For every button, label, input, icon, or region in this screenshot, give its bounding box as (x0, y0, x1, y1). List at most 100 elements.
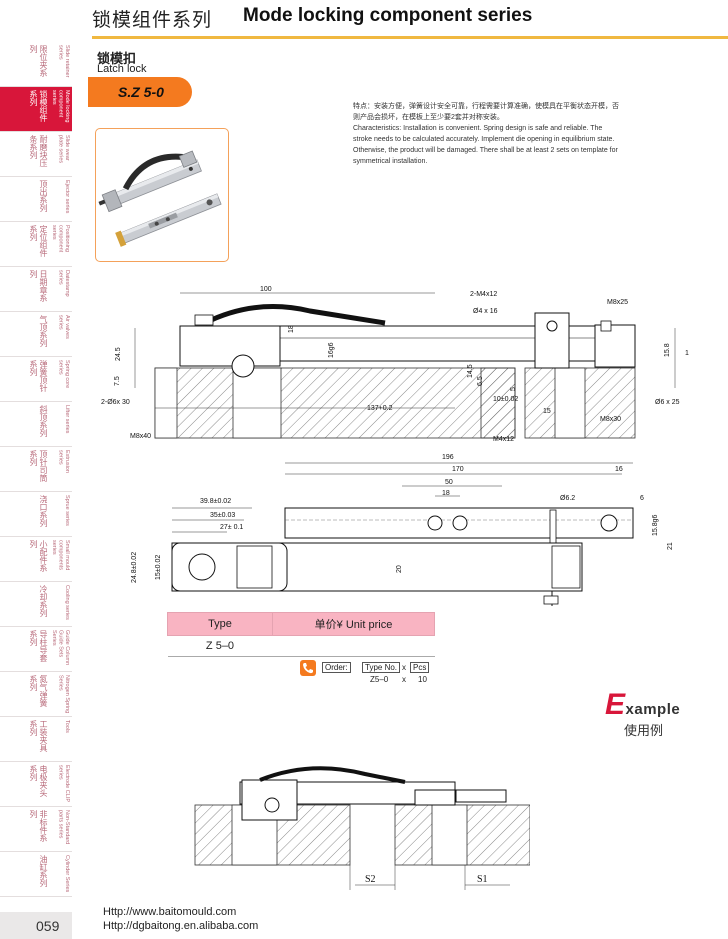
sidebar-item-en: Nitrogen Spring Series (57, 675, 71, 714)
order-pcs: Pcs (410, 662, 430, 673)
order-label: Order: (322, 662, 351, 673)
sidebar-item-cn: 日期章系列 (29, 270, 48, 302)
sidebar-item-air-valves[interactable]: 气顶系列 Air valves series (0, 312, 72, 357)
dim-24-5: 24.5 (115, 347, 122, 361)
table-cell-price (272, 635, 435, 657)
header-title-cn: 锁模组件系列 (92, 9, 213, 31)
sidebar-item-en: Small mould components series (52, 540, 70, 571)
sidebar-item-en: Tools (64, 720, 70, 733)
dim-10: 10±0.02 (493, 396, 518, 403)
description-en: Characteristics: Installation is conveni… (353, 125, 618, 165)
sidebar-item-cn: 斜顶系列 (39, 405, 48, 437)
sidebar-item-cn: 导柱导套系列 (29, 630, 48, 662)
sidebar-item-cn: 耐磨块压条系列 (29, 135, 48, 167)
dim-20: 20 (396, 565, 403, 573)
example-heading: Example (605, 688, 680, 722)
dim-18: 18 (442, 490, 450, 497)
sidebar-item-en: Positioning component series (52, 225, 70, 253)
dim-24-8: 24.8±0.02 (131, 552, 138, 583)
usage-example-drawing: S2 S1 (194, 766, 530, 890)
dim-18: 18 (288, 325, 295, 333)
table-header-price: 单价¥ Unit price (272, 612, 435, 636)
dim-100: 100 (260, 286, 272, 293)
page-header: 锁模组件系列 Mode locking component series (0, 0, 728, 40)
dim-21: 21 (667, 542, 674, 550)
dim-d6x25: Ø6 x 25 (655, 399, 680, 406)
order-example: Order: Type No. x Pcs Z5–0 x 10 (300, 658, 500, 686)
table-header-row: Type 单价¥ Unit price (167, 612, 435, 636)
footer-url-2[interactable]: Http://dgbaitong.en.alibaba.com (103, 920, 259, 932)
sidebar-item-en: Datestamp series (57, 270, 71, 297)
dim-m4x12: M4x12 (493, 436, 514, 443)
sidebar-item-cn: 定位组件系列 (29, 225, 48, 257)
sidebar-item-en: Sprue series (64, 495, 70, 526)
sidebar-item-en: Ejector series (64, 180, 70, 214)
sidebar-item-en: Electrode CLIP series (57, 765, 71, 802)
sidebar-item-cn: 氮气弹簧系列 (29, 675, 48, 707)
dim-m8x30: M8x30 (600, 416, 621, 423)
sidebar-item-cn: 气顶系列 (39, 315, 48, 347)
order-x: x (402, 663, 406, 672)
sidebar-item-cn: 锁模组件系列 (29, 90, 48, 122)
section-drawing: 100 2-M4x12 Ø4 x 16 M8x25 18 16g6 24.5 7… (101, 286, 689, 443)
sidebar-item-wear-plate[interactable]: 耐磨块压条系列 Slide wear plate series (0, 132, 72, 177)
sidebar-item-en: Slide retainer series (57, 45, 71, 78)
table-header-type: Type (167, 612, 273, 636)
sidebar-item-sprue[interactable]: 浇口系列 Sprue series (0, 492, 72, 537)
dim-170: 170 (452, 466, 464, 473)
dim-196: 196 (442, 454, 454, 461)
dim-15-8: 15.8 (664, 343, 671, 357)
sidebar-item-non-standard[interactable]: 非标件系列 Non-Standard parts series (0, 807, 72, 852)
footer-url-1[interactable]: Http://www.baitomould.com (103, 906, 237, 918)
example-s1-label: S1 (477, 874, 488, 885)
order-example-model: Z5–0 (370, 675, 389, 684)
sidebar-item-cn: 浇口系列 (39, 495, 48, 527)
dim-m8x25: M8x25 (607, 299, 628, 306)
product-name-cn: 锁模扣 (97, 52, 137, 67)
dim-39-8: 39.8±0.02 (200, 498, 231, 505)
product-photo (95, 128, 229, 262)
dim-2-d6x30: 2-Ø6x 30 (101, 399, 130, 406)
table-row: Z 5–0 (167, 635, 435, 657)
example-rest: xample (625, 701, 681, 718)
model-badge: S.Z 5-0 (88, 77, 192, 107)
product-description: 特点：安装方便，弹簧设计安全可靠，行程需要计算准确，使模具在平衡状态开模，否则产… (353, 101, 623, 167)
sidebar-item-cn: 油缸系列 (39, 855, 48, 887)
sidebar-item-cn: 弹簧顶针系列 (29, 360, 48, 392)
sidebar-item-cn: 小配件系列 (29, 540, 48, 572)
dim-4x16: Ø4 x 16 (473, 308, 498, 315)
dim-1: 1 (685, 350, 689, 357)
dim-6-5: 6.5 (477, 376, 484, 386)
sidebar-item-en: Guide Column Guide Sets Series (52, 630, 70, 666)
header-divider (92, 36, 728, 39)
description-cn: 特点：安装方便，弹簧设计安全可靠，行程需要计算准确，使模具在平衡状态开模，否则产… (353, 103, 619, 121)
page-number-box: 059 (0, 912, 72, 939)
sidebar-item-en: Air valves series (57, 315, 71, 339)
sidebar-item-lifter[interactable]: 斜顶系列 Lifter series (0, 402, 72, 447)
sidebar-item-datestamp[interactable]: 日期章系列 Datestamp series (0, 267, 72, 312)
sidebar-item-en: Non-Standard parts series (57, 810, 71, 845)
page-number: 059 (36, 918, 60, 934)
sidebar-item-cn: 非标件系列 (29, 810, 48, 842)
dim-14-5: 14.5 (467, 364, 474, 378)
header-title-en: Mode locking component series (243, 5, 533, 26)
sidebar-item-en: Lifter series (64, 405, 70, 434)
dim-5: 5 (510, 387, 517, 391)
dim-2-m4x12: 2-M4x12 (470, 291, 497, 298)
sidebar-item-nitrogen-spring[interactable]: 氮气弹簧系列 Nitrogen Spring Series (0, 672, 72, 717)
sidebar-item-en: Slide wear plate series (57, 135, 71, 164)
example-heading-cn: 使用例 (624, 724, 664, 739)
